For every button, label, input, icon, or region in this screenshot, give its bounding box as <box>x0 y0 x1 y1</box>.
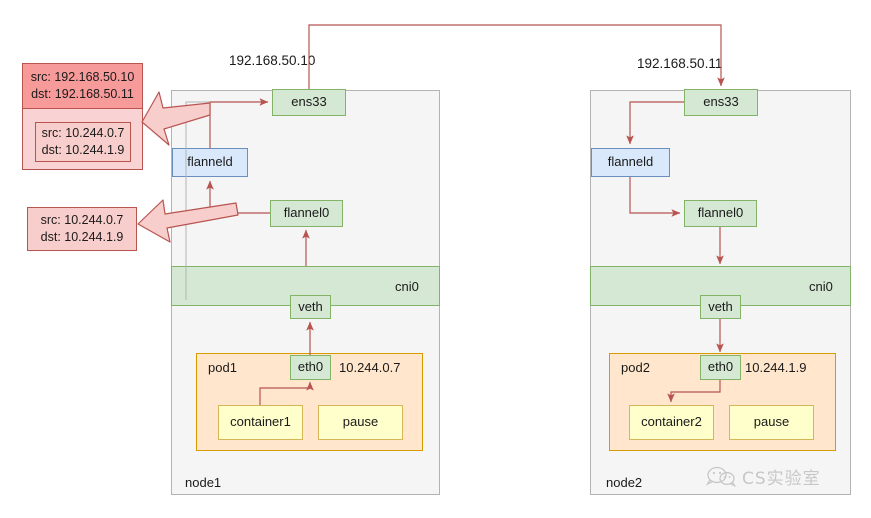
node1-pod1-label: pod1 <box>208 360 237 375</box>
node2-pause-box[interactable]: pause <box>729 405 814 440</box>
node1-host-ip-label: 192.168.50.10 <box>229 53 316 68</box>
node2-host-ip-label: 192.168.50.11 <box>637 56 723 71</box>
original-packet-box: src: 10.244.0.7 dst: 10.244.1.9 <box>27 207 137 251</box>
node1-cni0-label: cni0 <box>395 279 419 294</box>
node2-flannel0-box[interactable]: flannel0 <box>684 200 757 227</box>
node2-label: node2 <box>606 475 643 490</box>
node1-pod1-ip: 10.244.0.7 <box>339 360 401 375</box>
node2-pod2-label: pod2 <box>621 360 650 375</box>
node2-flanneld-box[interactable]: flanneld <box>591 148 670 177</box>
node1-flannel0-box[interactable]: flannel0 <box>270 200 343 227</box>
encapsulated-packet-outer-header: src: 192.168.50.10 dst: 192.168.50.11 <box>22 63 143 109</box>
node2-ens33-box[interactable]: ens33 <box>684 89 758 116</box>
node2-pod2-ip: 10.244.1.9 <box>745 360 807 375</box>
watermark-text: CS实验室 <box>742 469 821 489</box>
node2-container2-box[interactable]: container2 <box>629 405 714 440</box>
node1-pause-box[interactable]: pause <box>318 405 403 440</box>
outer-header-dst: dst: 192.168.50.11 <box>31 87 134 101</box>
inner-payload-src: src: 10.244.0.7 <box>41 126 125 141</box>
node2-veth-box[interactable]: veth <box>700 295 741 319</box>
original-packet-src: src: 10.244.0.7 <box>40 213 124 228</box>
node2-eth0-box[interactable]: eth0 <box>700 355 741 380</box>
node2-cni0-label: cni0 <box>809 279 833 294</box>
inner-payload-dst: dst: 10.244.1.9 <box>41 143 125 157</box>
node1-flanneld-box[interactable]: flanneld <box>172 148 248 177</box>
node1-ens33-box[interactable]: ens33 <box>272 89 346 116</box>
original-packet-dst: dst: 10.244.1.9 <box>40 230 124 244</box>
node1-container1-box[interactable]: container1 <box>218 405 303 440</box>
node1-eth0-box[interactable]: eth0 <box>290 355 331 380</box>
watermark: CS实验室 <box>706 464 821 489</box>
encapsulated-packet-inner-payload: src: 10.244.0.7 dst: 10.244.1.9 <box>35 122 131 162</box>
wechat-icon <box>706 466 736 487</box>
node1-label: node1 <box>185 475 222 490</box>
node1-veth-box[interactable]: veth <box>290 295 331 319</box>
outer-header-src: src: 192.168.50.10 <box>30 70 135 85</box>
